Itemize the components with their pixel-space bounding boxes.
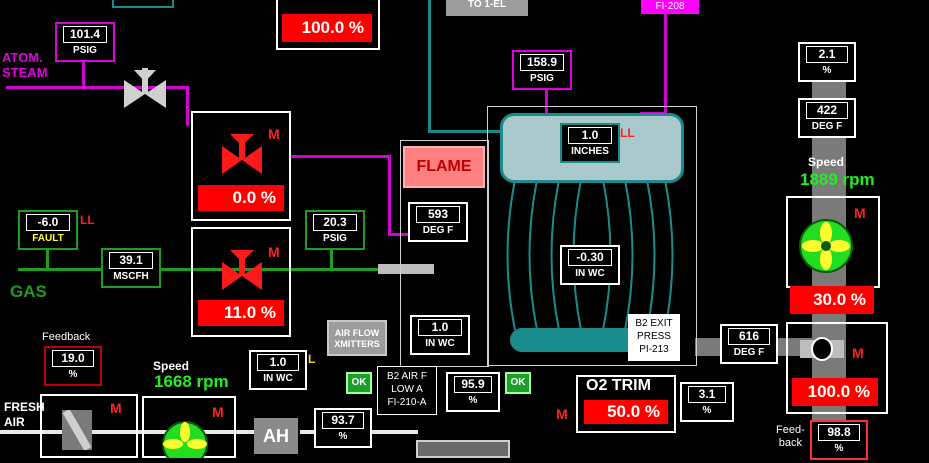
fuel-gas-pressure-box: 20.3 PSIG — [305, 210, 365, 250]
id-fan-icon — [799, 219, 853, 273]
fd-fan-mode: M — [212, 404, 224, 420]
bottom-gray-box — [416, 440, 510, 458]
ok-right-button[interactable]: OK — [505, 372, 531, 394]
air-pct-box: 95.9 % — [446, 372, 500, 412]
furnace-temp-box: 593 DEG F — [408, 202, 468, 242]
ok-left-button[interactable]: OK — [346, 372, 372, 394]
o2-trim-mode: M — [556, 406, 568, 422]
furnace-outline — [400, 140, 489, 367]
o2-pct-box: 3.1 % — [680, 382, 734, 422]
valve-top-frame[interactable] — [276, 0, 380, 50]
stack-temp-box: 422 DEG F — [798, 98, 856, 138]
to-1el-label: TO 1-EL — [467, 0, 507, 10]
windbox-press-box: 1.0 IN WC — [410, 315, 470, 355]
valve-gas-frame[interactable] — [191, 227, 291, 337]
steam-to-furnace-pipe-h2 — [388, 233, 408, 236]
gas-label: GAS — [10, 282, 47, 301]
drum-level-alarm: LL — [620, 126, 635, 140]
fd-inwc-alarm: L — [308, 352, 316, 366]
valve-gas-percent: 11.0 % — [198, 300, 284, 326]
b2-air-flow-tag: B2 AIR F LOW A FI-210-A — [377, 366, 437, 415]
fd-inlet-damper-icon — [62, 408, 92, 452]
gas-pipe-riser-left — [46, 250, 49, 270]
id-fan-percent: 30.0 % — [790, 286, 874, 314]
valve-top-percent: 100.0 % — [282, 14, 372, 42]
fd-fan-icon — [160, 418, 210, 463]
id-fan-feedback-label: Feed- back — [776, 424, 805, 449]
teal-pipe-h — [428, 130, 508, 133]
flame-indicator: FLAME — [403, 146, 485, 188]
fi208-pipe — [664, 14, 667, 114]
o2-trim-percent: 50.0 % — [584, 400, 668, 424]
fd-fan-feedback-box: 19.0 % — [44, 346, 102, 386]
drum-steam-pipe — [545, 78, 548, 118]
stack-pct-box: 2.1 % — [798, 42, 856, 82]
teal-pipe-v — [428, 0, 431, 132]
air-heater-pct-box: 93.7 % — [314, 408, 372, 448]
fuel-gas-flow-box: 39.1 MSCFH — [101, 248, 161, 288]
drum-level-box: 1.0 INCHES — [560, 123, 620, 163]
fd-inlet-damper-mode: M — [110, 400, 122, 416]
id-fan-mode: M — [854, 205, 866, 221]
steam-to-furnace-pipe-v — [388, 155, 391, 235]
stack-damper-frame[interactable] — [786, 322, 888, 414]
air-heater-box: AH — [254, 418, 298, 454]
valve-atom-mode: M — [268, 126, 280, 142]
fresh-air-label: FRESH AIR — [4, 400, 45, 429]
airflow-xmitters-button[interactable]: AIR FLOW XMITTERS — [327, 320, 387, 356]
id-fan-speed-value: 1889 rpm — [800, 170, 875, 189]
fi208-label: FI-208 — [655, 1, 685, 12]
gas-pipe-riser-right — [330, 245, 333, 270]
stack-damper-mode: M — [852, 345, 864, 361]
atom-steam-pipe-down — [186, 86, 189, 126]
boiler-outline — [487, 106, 697, 366]
top-left-cut-box — [112, 0, 174, 8]
fresh-air-duct — [0, 430, 260, 434]
id-fan-speed-label: Speed — [808, 155, 845, 169]
fd-fan-feedback-label: Feedback — [42, 331, 91, 343]
atom-steam-pipe-riser — [82, 58, 85, 88]
boiler-tubes — [505, 179, 675, 331]
fuel-gas-fault-alarm: LL — [80, 213, 95, 227]
valve-atom-percent: 0.0 % — [198, 185, 284, 211]
stack-damper-percent: 100.0 % — [792, 378, 878, 406]
fd-inwc-box: 1.0 IN WC — [249, 350, 307, 390]
atom-steam-valve-icon[interactable] — [122, 66, 168, 110]
fi208-tag: FI-208 — [641, 0, 699, 14]
gas-burner-nozzle — [378, 264, 434, 274]
valve-atom-frame[interactable] — [191, 111, 291, 221]
atom-steam-pipe — [6, 86, 186, 89]
furnace-press-box: -0.30 IN WC — [560, 245, 620, 285]
o2-trim-title: O2 TRIM — [586, 377, 651, 394]
id-fan-feedback-box: 98.8 % — [810, 420, 868, 460]
fd-fan-speed-label: Speed — [153, 359, 190, 373]
o2-trim-frame[interactable] — [576, 375, 676, 433]
atom-steam-pressure-box: 101.4 PSIG — [55, 22, 115, 62]
flue-gas-temp-box: 616 DEG F — [720, 324, 778, 364]
valve-gas-icon — [222, 246, 262, 292]
b2-exit-press-tag: B2 EXIT PRESS PI-213 — [628, 314, 680, 361]
valve-atom-icon — [222, 130, 262, 176]
valve-gas-mode: M — [268, 244, 280, 260]
gas-pipe — [18, 268, 383, 271]
drum-pressure-box: 158.9 PSIG — [512, 50, 572, 90]
atom-steam-label: ATOM. STEAM — [2, 50, 48, 80]
steam-to-furnace-pipe — [290, 155, 390, 158]
fd-fan-speed-value: 1668 rpm — [154, 372, 229, 391]
stack-damper-icon — [800, 336, 844, 362]
to-1el-button[interactable]: TO 1-EL — [446, 0, 528, 16]
fuel-gas-fault-box: -6.0 FAULT — [18, 210, 78, 250]
